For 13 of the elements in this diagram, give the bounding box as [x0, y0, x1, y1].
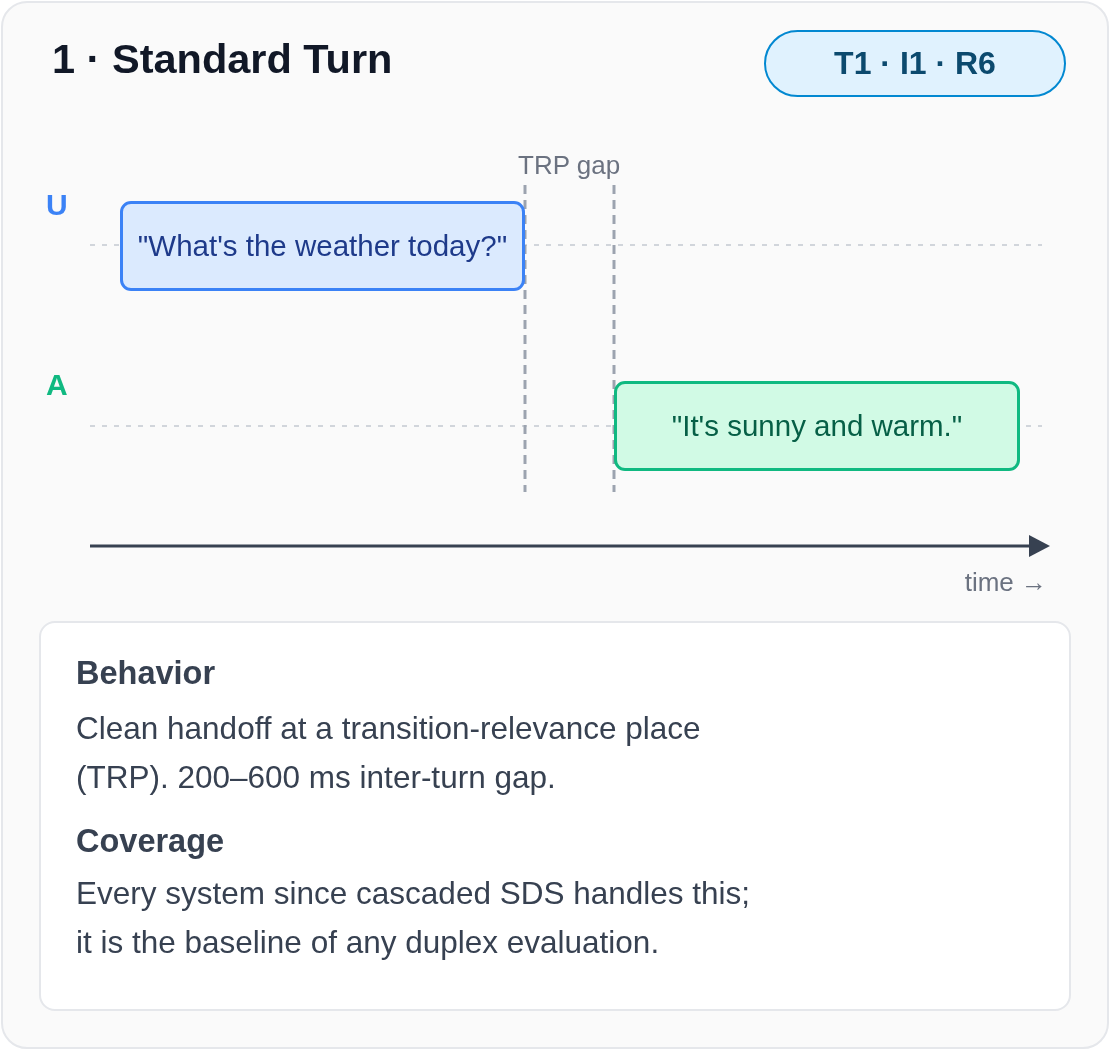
lane-label: A [46, 370, 68, 400]
speech-segment-bar: "It's sunny and warm." [614, 381, 1020, 471]
body-text: Every system since cascaded SDS handles this; it is the baseline of any duplex evaluation. [76, 874, 752, 962]
title: 1 · Standard Turn [52, 38, 393, 80]
notes-card [39, 621, 1071, 1011]
tag-badge: T1 · I1 · R6 [764, 30, 1066, 97]
axis-label: time → [964, 569, 1047, 595]
section-heading: Behavior [76, 654, 216, 693]
speech-segment-bar: "What's the weather today?" [120, 201, 525, 291]
section-heading: Coverage [76, 822, 225, 861]
gap-label: TRP gap [518, 152, 621, 178]
body-text: Clean handoff at a transition-relevance place (TRP). 200–600 ms inter-turn gap. [76, 709, 702, 797]
lane-label: U [46, 190, 68, 220]
